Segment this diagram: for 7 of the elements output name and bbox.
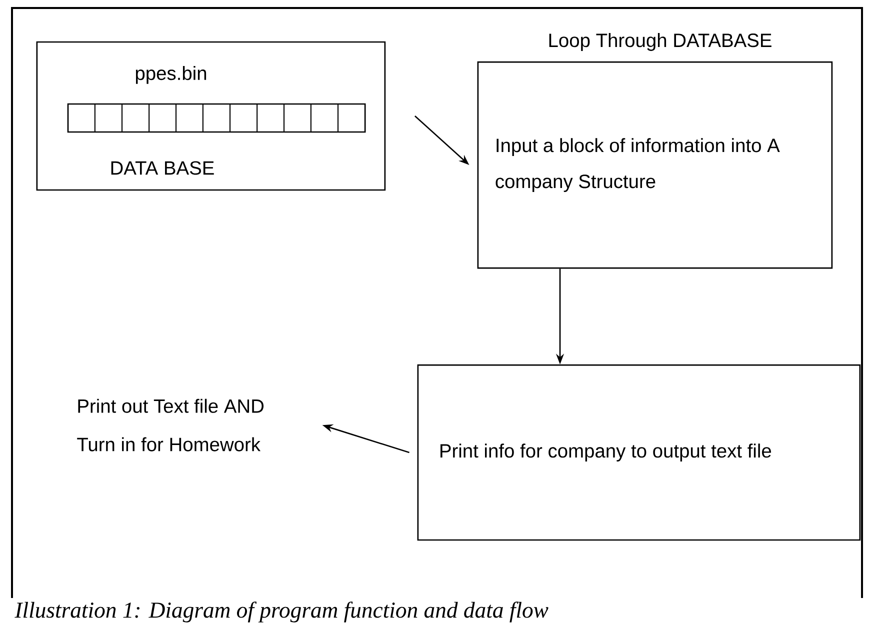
note-text: Print out Text file AND Turn in for Homework [77, 398, 264, 452]
file-name: ppes.bin [136, 66, 206, 84]
process-box: Input a block of information into A company Structure [477, 61, 833, 269]
box-heading: Loop Through DATABASE [549, 33, 772, 51]
caption: Illustration 1: Diagram of program function and data flow [14, 602, 548, 622]
database-label: DATA BASE [111, 161, 214, 175]
process-box: Print info for company to output text file [417, 364, 861, 541]
